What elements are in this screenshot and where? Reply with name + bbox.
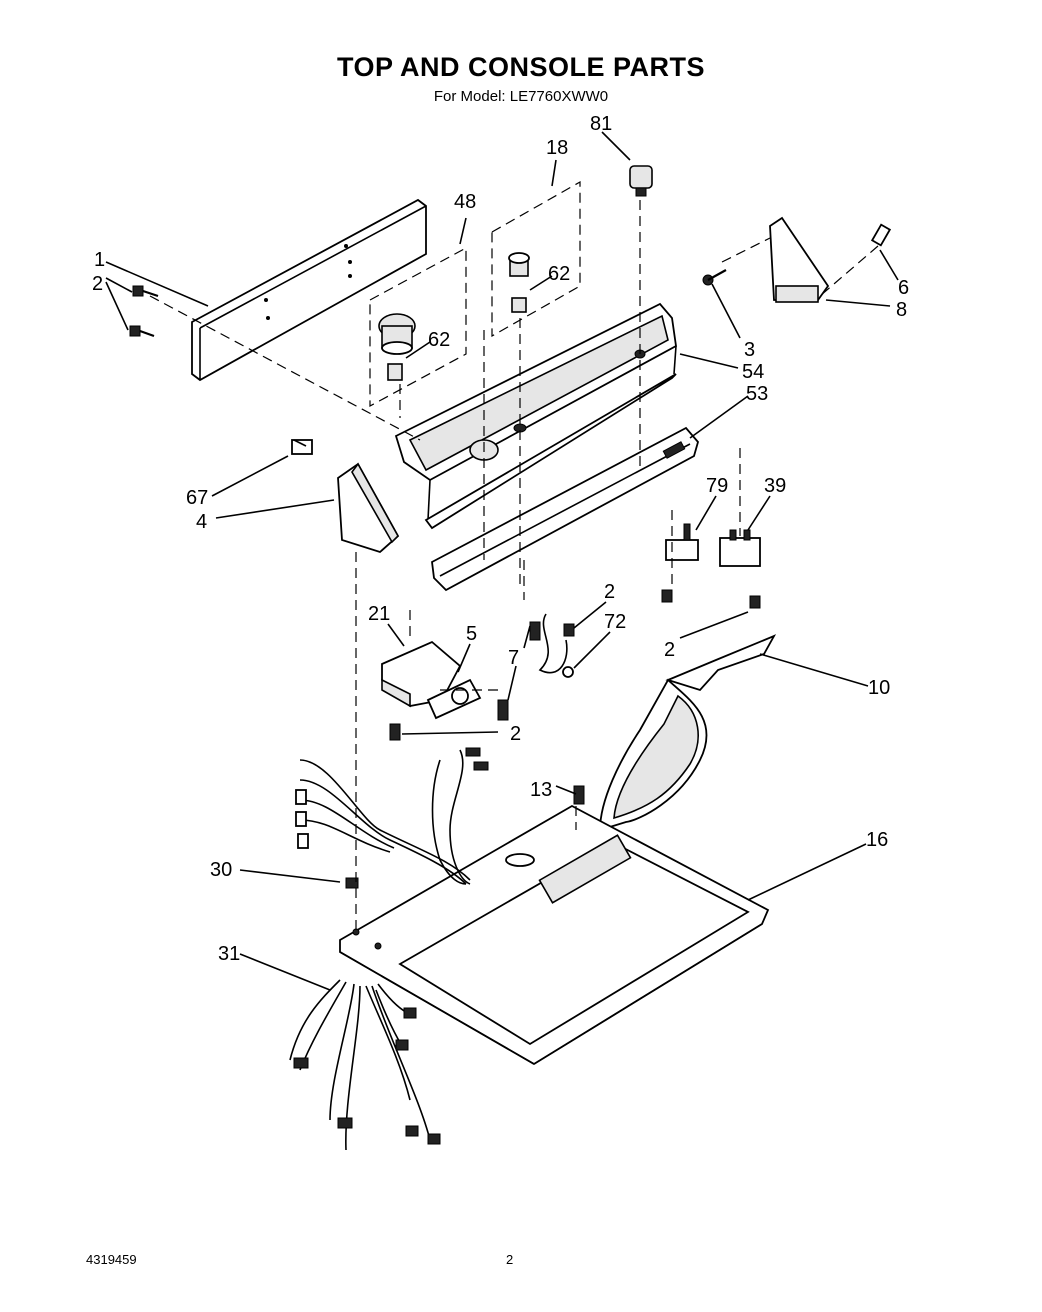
callout-39: 39 — [764, 475, 786, 497]
switch-79 — [665, 523, 699, 561]
callout-21: 21 — [368, 603, 390, 625]
document-number: 4319459 — [86, 1252, 137, 1267]
callout-1: 1 — [94, 249, 105, 271]
callout-18: 18 — [546, 137, 568, 159]
page-number: 2 — [506, 1252, 514, 1267]
wire-lead — [538, 613, 568, 674]
callout-2-switch: 2 — [664, 639, 675, 661]
leader-lines — [105, 131, 899, 991]
screw-72 — [562, 623, 575, 678]
callout-53: 53 — [746, 383, 768, 405]
screw-switch-left — [661, 589, 673, 603]
screw-timer — [389, 723, 401, 741]
screw-7 — [529, 621, 541, 641]
callout-54: 54 — [742, 361, 764, 383]
control-panel — [394, 302, 677, 530]
callout-2a: 2 — [92, 273, 103, 295]
callout-79: 79 — [706, 475, 728, 497]
harness-lower — [289, 979, 441, 1151]
endcap-clip — [291, 439, 313, 455]
bracket-5 — [426, 678, 482, 720]
assembly-guide-lines — [149, 200, 879, 930]
callout-2-wire: 2 — [604, 581, 615, 603]
terminal-block — [769, 216, 830, 303]
callout-13: 13 — [530, 779, 552, 801]
switch-39 — [719, 529, 761, 567]
callout-62-left: 62 — [428, 329, 450, 351]
callout-4: 4 — [196, 511, 207, 533]
callout-16: 16 — [866, 829, 888, 851]
callout-81: 81 — [590, 113, 612, 135]
model-subtitle: For Model: LE7760XWW0 — [433, 88, 609, 105]
screw-switch-right — [749, 595, 761, 609]
harness-upper — [295, 747, 489, 885]
callout-labels: 1 2 48 18 81 62 62 6 8 3 54 53 67 4 79 3… — [92, 113, 909, 965]
screw-left-lower — [129, 325, 155, 338]
callout-67: 67 — [186, 487, 208, 509]
screw-6 — [870, 223, 892, 247]
knob-kit-box — [491, 180, 581, 338]
callout-62-right: 62 — [548, 263, 570, 285]
screw-13 — [573, 785, 585, 805]
endcap — [337, 462, 400, 554]
rear-console-panel — [191, 198, 427, 382]
callout-7: 7 — [508, 647, 519, 669]
callout-2-timer: 2 — [510, 723, 521, 745]
callout-8: 8 — [896, 299, 907, 321]
timer-kit-box — [369, 246, 467, 408]
callout-10: 10 — [868, 677, 890, 699]
panel-bracket — [431, 426, 699, 592]
knob-81 — [629, 165, 653, 197]
callout-3: 3 — [744, 339, 755, 361]
callout-6: 6 — [898, 277, 909, 299]
callout-72: 72 — [604, 611, 626, 633]
callout-5: 5 — [466, 623, 477, 645]
page-title: TOP AND CONSOLE PARTS — [336, 52, 706, 82]
callout-48: 48 — [454, 191, 476, 213]
dryer-top — [339, 804, 770, 1066]
rear-shield — [599, 634, 777, 832]
screw-left-upper — [132, 285, 159, 298]
screw-bottom — [497, 699, 509, 721]
callout-31: 31 — [218, 943, 240, 965]
screw-3 — [702, 269, 727, 286]
callout-30: 30 — [210, 859, 232, 881]
clip-30 — [345, 877, 359, 889]
